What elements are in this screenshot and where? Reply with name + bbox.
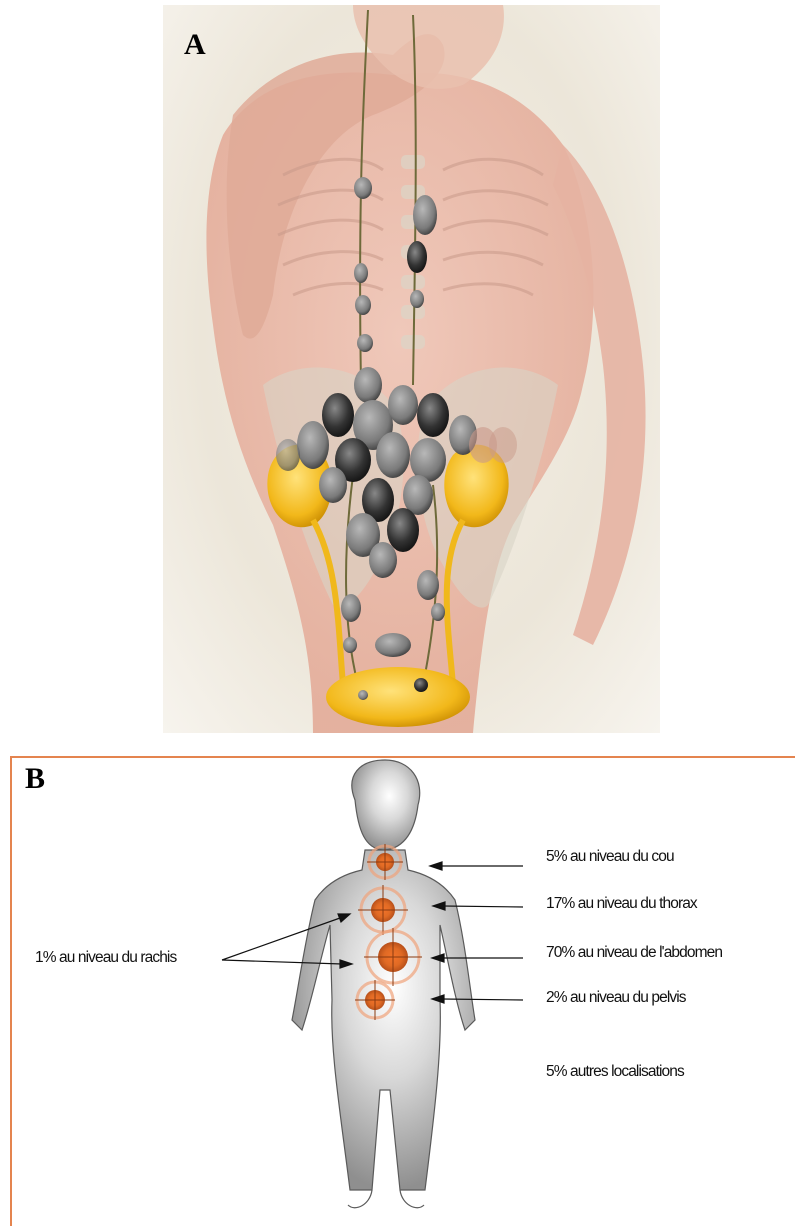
label-thorax: 17% au niveau du thorax [546,895,697,913]
label-spine: 1% au niveau du rachis [35,949,176,967]
label-abdomen: 70% au niveau de l'abdomen [546,944,722,962]
label-neck: 5% au niveau du cou [546,848,674,866]
child-silhouette [292,760,475,1190]
label-pelvis: 2% au niveau du pelvis [546,989,686,1007]
label-other-sites: 5% autres localisations [546,1063,684,1081]
